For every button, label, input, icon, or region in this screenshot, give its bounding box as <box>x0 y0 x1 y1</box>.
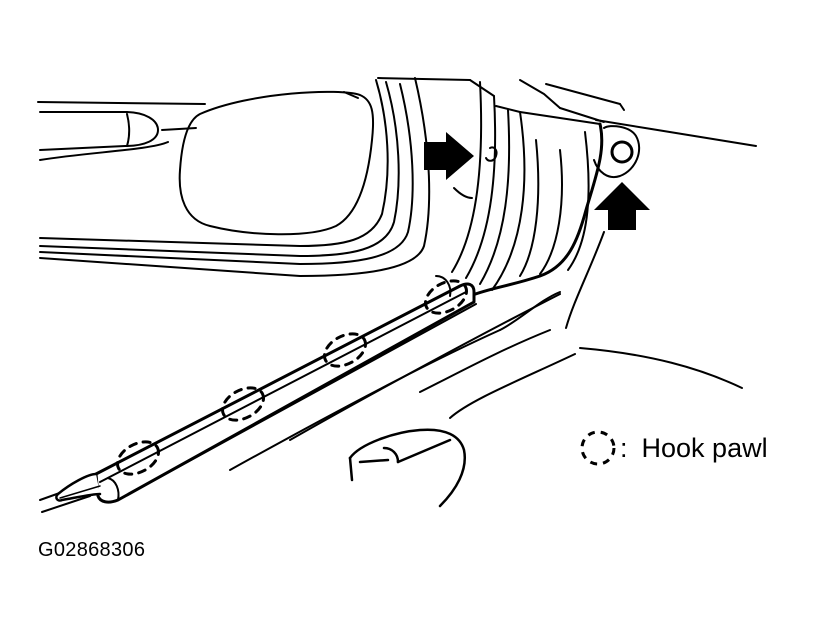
seat-block <box>348 428 467 508</box>
hook-pawl-marker-3 <box>322 332 368 368</box>
legend: : Hook pawl <box>578 428 768 468</box>
hook-pawl-marker-4 <box>423 279 469 315</box>
pillar-section <box>451 81 604 298</box>
hook-pawl-marker-1 <box>115 440 161 476</box>
hook-pawl-markers <box>115 279 469 476</box>
up-arrow-icon <box>594 182 650 230</box>
scuff-plate <box>55 275 477 504</box>
figure-code: G02868306 <box>38 539 146 561</box>
hook-pawl-marker-2 <box>220 386 266 422</box>
door-frame-body <box>37 77 757 277</box>
legend-colon: : <box>620 433 628 463</box>
floor-lines <box>39 231 743 513</box>
dashed-circle-icon <box>580 430 616 466</box>
legend-label: Hook pawl <box>641 433 768 463</box>
pillar-bolt <box>593 125 641 178</box>
right-arrow-icon <box>424 132 474 180</box>
removal-arrows <box>424 132 650 230</box>
